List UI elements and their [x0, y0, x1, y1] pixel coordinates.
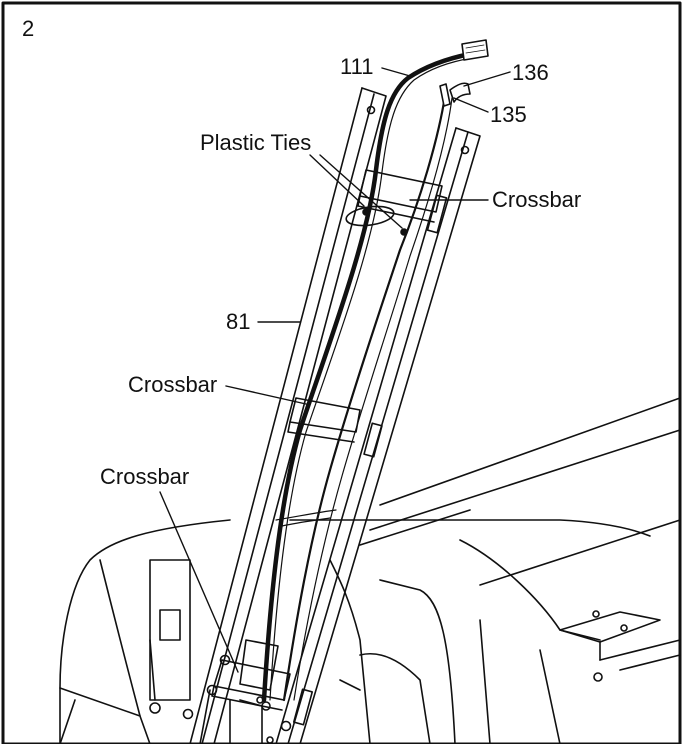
wire-135 [282, 94, 447, 702]
label-part-135: 135 [490, 102, 527, 127]
connector-135 [439, 83, 451, 107]
leader-crossbar-middle [225, 385, 307, 405]
crossbar-middle-shape [289, 397, 361, 433]
label-crossbar-bottom: Crossbar [100, 464, 190, 489]
crossbar-bottom-shape [213, 659, 291, 701]
label-part-136: 136 [512, 60, 549, 85]
leader-lines [159, 67, 511, 673]
upright-81 [182, 87, 481, 744]
plastic-tie-oval [345, 205, 395, 227]
step-number: 2 [22, 16, 35, 41]
wire-136 [293, 97, 453, 701]
wire-111 [261, 51, 473, 703]
connector-136 [449, 82, 471, 103]
leader-plastic-ties-2 [319, 154, 403, 229]
label-crossbar-middle: Crossbar [128, 372, 218, 397]
crossbar-top-shape [359, 169, 443, 213]
leader-crossbar-bottom [159, 491, 239, 673]
treadmill-base [59, 397, 681, 744]
leader-136 [463, 71, 511, 87]
label-part-81: 81 [226, 309, 251, 334]
crossbars [211, 169, 443, 744]
connector-111 [461, 39, 489, 61]
leader-135 [453, 97, 489, 113]
wire-harnesses [261, 39, 489, 703]
label-plastic-ties: Plastic Ties [200, 130, 312, 155]
leader-111 [381, 67, 411, 77]
label-crossbar-top: Crossbar [492, 187, 582, 212]
label-part-111: 111 [340, 54, 374, 79]
leader-plastic-ties-1 [309, 154, 365, 207]
